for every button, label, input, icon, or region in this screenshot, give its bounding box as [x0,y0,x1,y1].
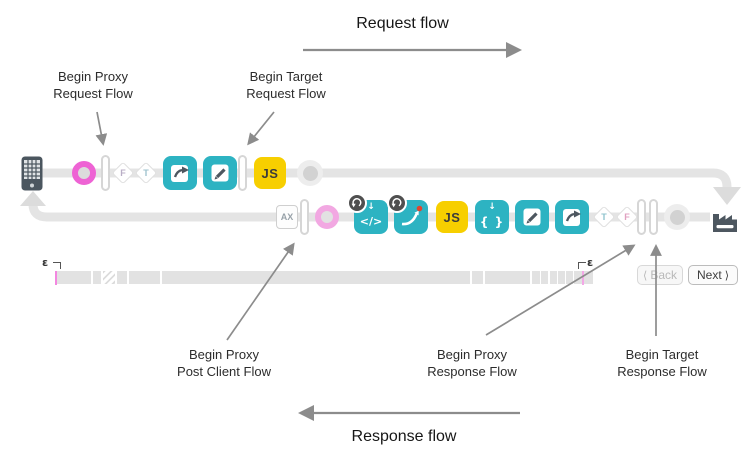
timeline-segment [558,271,565,284]
pencil-glyph [523,208,541,226]
request-end-circle[interactable] [297,160,323,186]
request-flow-title: Request flow [356,15,449,32]
callout-line: Begin Proxy [436,347,508,362]
epsilon-left-label: ε [42,256,49,269]
arrow-to-target-request-marker [247,111,275,146]
ax-label: AX [280,212,294,222]
next-chevron-icon: ⟩ [724,268,729,282]
callout-line: Request Flow [246,86,326,101]
condition-false-diamond[interactable]: F [615,205,639,229]
callout-begin-proxy-response-flow: Begin Proxy Response Flow [407,346,537,380]
target-response-flow-marker[interactable] [649,199,658,235]
callout-line: Begin Target [249,69,323,84]
callout-line: Response Flow [617,364,707,379]
target-request-flow-marker[interactable] [238,155,247,191]
request-start-ring[interactable] [72,161,96,185]
assign-message-policy-icon[interactable] [515,200,549,234]
callout-line: Begin Proxy [57,69,129,84]
pencil-glyph [211,164,229,182]
diamond-letter: T [143,168,149,178]
timeline-cursor-left [55,271,57,285]
assign-message-policy-icon[interactable] [203,156,237,190]
js-label: JS [443,209,461,225]
callout-line: Request Flow [53,86,133,101]
epsilon-right-bracket [578,262,586,269]
condition-true-diamond[interactable]: T [134,161,158,185]
callout-line: Response Flow [427,364,517,379]
callout-begin-proxy-post-client-flow: Begin Proxy Post Client Flow [159,346,289,380]
callout-begin-target-response-flow: Begin Target Response Flow [597,346,727,380]
code-label: </> [359,215,383,228]
back-chevron-icon: ⟨ [643,268,648,282]
forward-arrow-page-glyph [171,165,189,182]
callout-begin-proxy-request-flow: Begin Proxy Request Flow [28,68,158,102]
proxy-response-flow-marker[interactable] [637,199,646,235]
timeline-segment [566,271,573,284]
next-button[interactable]: Next ⟩ [688,265,738,285]
request-arrowhead-to-target-icon [713,187,741,205]
response-end-circle[interactable] [664,204,690,230]
forward-arrow-page-glyph [563,209,581,226]
timeline-segment [93,271,101,284]
condition-true-diamond[interactable]: T [592,205,616,229]
epsilon-left-bracket [53,262,61,269]
extract-variables-policy-icon[interactable]: ↓ { } [475,200,509,234]
arrow-to-proxy-request-marker [95,111,108,146]
diamond-letter: T [601,212,607,222]
loop-arrow-glyph [351,198,362,208]
response-flow-title: Response flow [351,428,457,445]
back-button[interactable]: ⟨ Back [637,265,683,285]
response-start-ring[interactable] [315,205,339,229]
loop-execution-badge [347,193,367,213]
down-arrow-glyph: ↓ [488,202,496,212]
callout-line: Begin Target [625,347,699,362]
client-phone-icon [21,156,43,196]
js-label: JS [261,165,279,181]
analytics-ax-step[interactable]: AX [276,205,298,229]
post-client-flow-marker[interactable] [300,199,309,235]
epsilon-right-label: ε [587,256,594,269]
callout-begin-target-request-flow: Begin Target Request Flow [221,68,351,102]
timeline-segment-hatched [103,271,115,284]
javascript-policy-icon[interactable]: JS [254,157,286,189]
arrow-to-post-client-marker [226,242,295,341]
timeline-segment [550,271,557,284]
timeline-segment [541,271,548,284]
callout-line: Post Client Flow [177,364,271,379]
loop-arrow-glyph [391,198,402,208]
timeline-segment [129,271,160,284]
timeline-cursor-right [582,271,584,285]
timeline-segment [57,271,91,284]
loop-execution-badge [387,193,407,213]
diamond-letter: F [624,212,630,222]
braces-label: { } [479,215,505,229]
callout-line: Begin Proxy [188,347,260,362]
back-button-label: Back [650,268,677,282]
service-callout-policy-icon[interactable] [163,156,197,190]
javascript-policy-icon[interactable]: JS [436,201,468,233]
timeline-segment [485,271,530,284]
condition-false-diamond[interactable]: F [111,161,135,185]
next-button-label: Next [697,268,722,282]
arrow-to-proxy-response-marker [485,244,636,336]
diamond-letter: F [120,168,126,178]
timeline-segment [532,271,540,284]
target-backend-factory-icon [710,205,740,238]
timeline-segment [117,271,127,284]
timeline-segment [472,271,483,284]
proxy-request-flow-marker[interactable] [101,155,110,191]
timeline-segment [162,271,470,284]
service-callout-policy-icon[interactable] [555,200,589,234]
